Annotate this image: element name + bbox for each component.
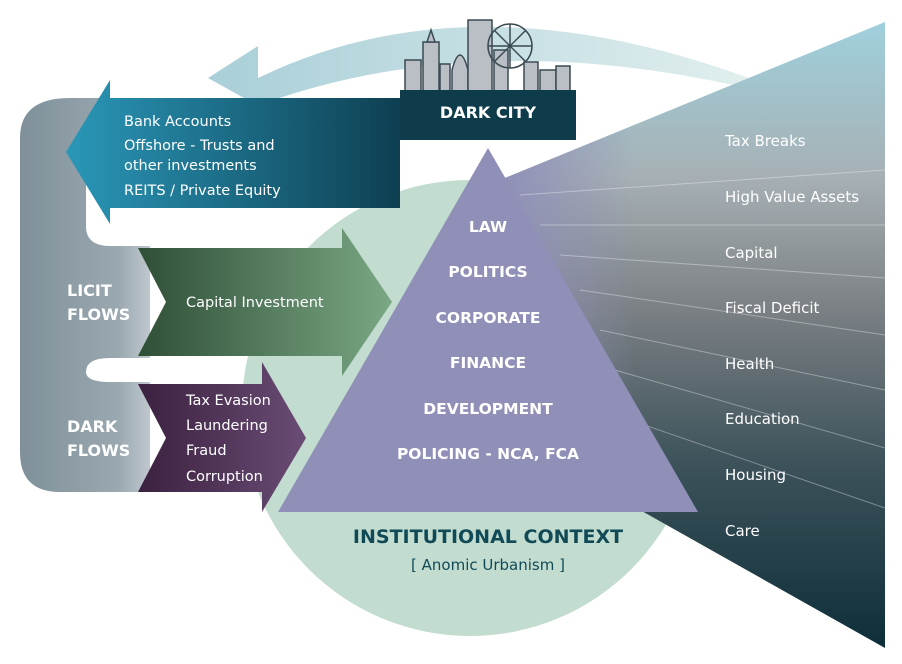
licit-flows-arrow — [138, 228, 392, 376]
pyramid-level: LAW — [469, 218, 507, 236]
institutional-pyramid — [278, 148, 698, 512]
dark-flow-item: Fraud — [186, 443, 227, 459]
pyramid-level: CORPORATE — [436, 309, 541, 327]
flow-loop — [20, 98, 160, 492]
fan-item: Care — [725, 522, 760, 540]
dark-city-box — [400, 90, 576, 140]
bank-item: REITS / Private Equity — [124, 183, 281, 199]
fan-item: Capital — [725, 244, 778, 262]
fan-item: Housing — [725, 466, 786, 484]
outflow-fan-fade — [500, 22, 885, 648]
bank-item: Offshore - Trusts and — [124, 138, 275, 154]
fan-item: High Value Assets — [725, 188, 859, 206]
pyramid-level: POLITICS — [448, 263, 527, 281]
return-arc-arrow — [208, 26, 780, 109]
fan-item: Health — [725, 355, 774, 373]
dark-flow-item: Laundering — [186, 418, 268, 434]
dark-flow-item: Corruption — [186, 469, 263, 485]
licit-flows-label: LICIT — [67, 281, 112, 300]
institutional-context-subtitle: [ Anomic Urbanism ] — [411, 556, 565, 574]
bank-item: Bank Accounts — [124, 114, 231, 130]
dark-flow-item: Tax Evasion — [185, 393, 271, 409]
dark-flows-label: FLOWS — [67, 441, 130, 460]
dark-flows-arrow — [138, 362, 306, 512]
bank-item: other investments — [124, 158, 257, 174]
institutional-context-title: INSTITUTIONAL CONTEXT — [353, 526, 623, 548]
fan-item: Fiscal Deficit — [725, 299, 820, 317]
fan-separators — [519, 169, 886, 509]
dark-city-title: DARK CITY — [440, 103, 537, 122]
licit-flows-label: FLOWS — [67, 305, 130, 324]
pyramid-level: FINANCE — [450, 354, 526, 372]
fan-item: Tax Breaks — [724, 132, 806, 150]
bank-accounts-arrow — [66, 80, 400, 224]
dark-flows-label: DARK — [67, 417, 118, 436]
pyramid-level: POLICING - NCA, FCA — [397, 445, 579, 463]
capital-investment-label: Capital Investment — [186, 295, 324, 311]
pyramid-level: DEVELOPMENT — [423, 400, 553, 418]
fan-item: Education — [725, 410, 800, 428]
